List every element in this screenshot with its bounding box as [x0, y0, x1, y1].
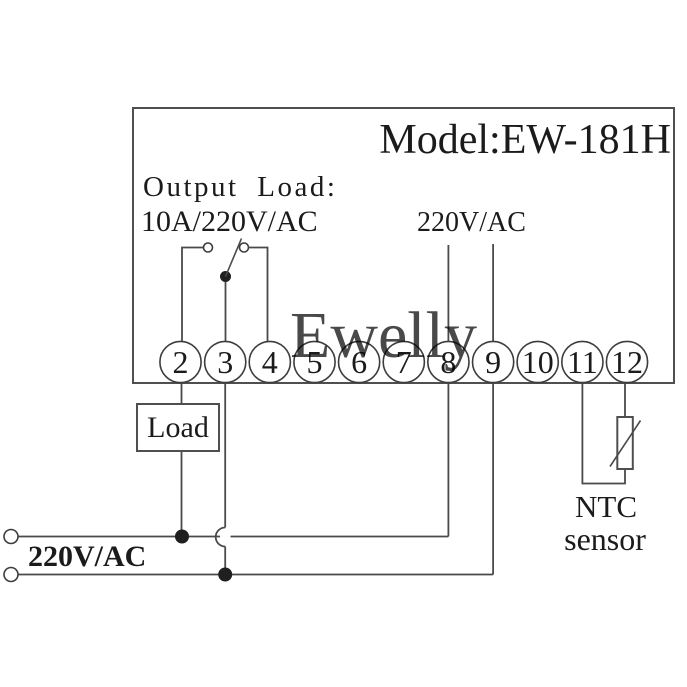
relay-switch-symbol [181, 238, 269, 342]
output-load-title: Output Load: [143, 171, 337, 203]
live-wire [18, 383, 450, 538]
output-load-rating: 10A/220V/AC [141, 205, 318, 238]
terminal-circle [471, 340, 515, 384]
terminal-circle [337, 340, 381, 384]
terminal-number: 9 [485, 344, 501, 380]
terminal-circle [248, 340, 292, 384]
terminal-circle [605, 340, 649, 384]
junction-dot-neutral [218, 567, 233, 582]
load-box-outline [136, 403, 220, 452]
terminal-5: 5 [293, 340, 336, 384]
terminal-11: 11 [561, 340, 604, 384]
terminal-circle [293, 340, 336, 384]
terminal-number: 6 [351, 344, 367, 380]
terminal-3: 3 [203, 340, 247, 384]
supply-voltage-label: 220V/AC [417, 207, 526, 238]
load-label: Load [147, 411, 209, 444]
model-label: Model:EW-181H [379, 117, 671, 163]
terminal-7: 7 [382, 340, 426, 384]
relay-contact-left [202, 242, 214, 253]
supply-line-terminal-bottom [3, 566, 19, 583]
terminal-number: 8 [440, 344, 456, 380]
watermark: Ewelly [290, 299, 477, 372]
ntc-sensor-label-line1: NTC [575, 489, 637, 524]
supply-line-terminal-top [3, 528, 19, 545]
terminal-number: 2 [173, 344, 189, 380]
neutral-wire [18, 383, 494, 576]
terminal-strip: 2 3 4 5 6 7 8 9 [159, 340, 649, 384]
wire-terminal2-up [181, 246, 204, 342]
terminal-circle [159, 340, 202, 384]
wire-terminal11-to-sensor [581, 383, 626, 485]
terminal-4: 4 [248, 340, 292, 384]
terminal-circle [382, 340, 426, 384]
ntc-sensor-label-line2: sensor [564, 521, 646, 557]
terminal-6: 6 [337, 340, 381, 384]
terminal-number: 5 [307, 344, 323, 380]
terminal-number: 11 [567, 344, 598, 380]
controller-box [132, 107, 675, 384]
terminal-number: 4 [262, 344, 278, 380]
terminal-9: 9 [471, 340, 515, 384]
terminal-12: 12 [605, 340, 649, 384]
terminal-number: 12 [611, 344, 643, 380]
terminal-circle [561, 340, 604, 384]
terminal-number: 3 [217, 344, 233, 380]
mains-voltage-label: 220V/AC [28, 540, 146, 573]
terminal-10: 10 [516, 340, 560, 384]
ntc-thermistor-symbol [581, 383, 642, 485]
wire-terminal4-up [248, 246, 269, 342]
relay-lever [224, 238, 243, 277]
terminal-number: 10 [522, 344, 554, 380]
thermistor-diagonal [609, 420, 642, 467]
terminal-circle [426, 340, 470, 384]
load-box: Load [136, 403, 220, 452]
terminal-number: 7 [396, 344, 412, 380]
terminal-circle [516, 340, 560, 384]
junction-dot-live [175, 529, 189, 544]
relay-contact-right [238, 242, 250, 253]
terminal-circle [203, 340, 247, 384]
terminal-8: 8 [426, 340, 470, 384]
terminal-2: 2 [159, 340, 202, 384]
